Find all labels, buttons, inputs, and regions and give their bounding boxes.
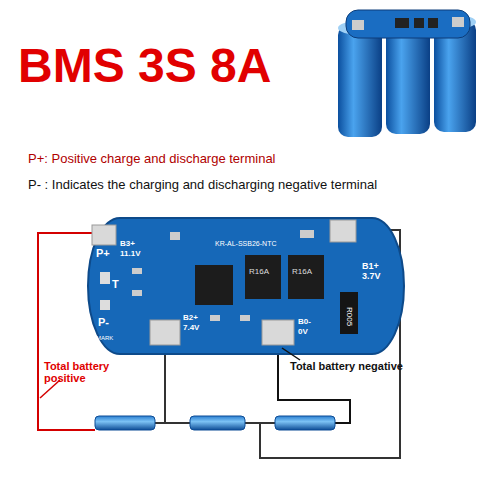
- chip-marking: R16A: [249, 268, 269, 277]
- silkscreen: KR-AL-SSB26-NTC: [215, 240, 276, 248]
- voltage: 11.1V: [120, 250, 140, 259]
- chip-marking: R16A: [292, 268, 312, 277]
- pin-name: B3+: [120, 240, 135, 249]
- leader-line: [282, 348, 300, 360]
- resistor-marking: R005: [344, 307, 353, 326]
- silkscreen: MARK: [96, 335, 113, 342]
- note: P- : Indicates the charging and discharg…: [28, 178, 377, 192]
- pin-name: B0-: [298, 318, 311, 327]
- pin-name: T: [112, 278, 119, 290]
- battery-cells: [95, 416, 335, 430]
- voltage: 0V: [298, 328, 308, 337]
- pin-name: B1+: [362, 262, 379, 272]
- voltage: 7.4V: [183, 324, 199, 333]
- callout: Total battery positive: [44, 360, 134, 384]
- callout: Total battery negative: [290, 360, 430, 372]
- pin-name: B2+: [183, 314, 198, 323]
- voltage: 3.7V: [362, 272, 381, 282]
- note: P+: Positive charge and discharge termin…: [28, 152, 276, 166]
- battery-photo: [338, 10, 476, 137]
- pin-name: P-: [98, 316, 109, 328]
- title: BMS 3S 8A: [18, 40, 271, 93]
- pin-name: P+: [96, 247, 110, 259]
- bms-board: [88, 218, 404, 354]
